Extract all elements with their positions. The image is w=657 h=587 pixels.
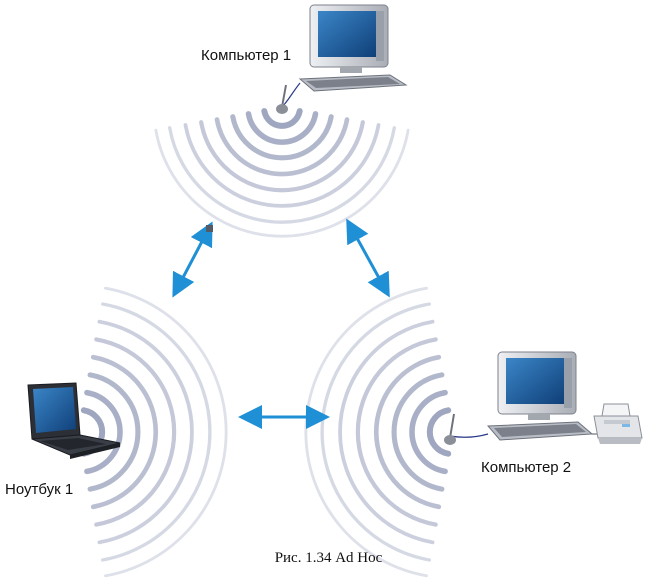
signal-wave-arc [94, 337, 177, 527]
desktop-computer-icon [276, 4, 408, 114]
signal-wave-arc [245, 111, 319, 145]
signal-wave-arc [100, 302, 212, 562]
signal-waves-laptop1 [80, 286, 228, 578]
signal-wave-arc [426, 407, 452, 457]
computer2-label: Компьютер 2 [481, 459, 572, 476]
signal-wave-arc [214, 117, 350, 177]
signal-waves-computer2 [304, 286, 452, 578]
signal-wave-arc [373, 354, 442, 510]
signal-wave-arc [304, 286, 429, 578]
signal-wave-arc [199, 120, 365, 193]
link-arrow-top-right [346, 218, 390, 298]
signal-wave-arc [154, 128, 410, 238]
figure-caption: Рис. 1.34 Ad Hoc [274, 550, 383, 566]
signal-wave-arc [230, 114, 334, 161]
printer-icon [593, 403, 643, 444]
signal-wave-arc [261, 108, 303, 129]
signal-wave-arc [84, 389, 123, 475]
signal-wave-arc [168, 126, 396, 224]
signal-wave-arc [391, 372, 445, 492]
signal-waves-computer1 [154, 108, 410, 238]
signal-wave-arc [409, 389, 448, 475]
laptop-icon [27, 382, 121, 459]
signal-wave-arc [87, 372, 141, 492]
signal-wave-arc [320, 302, 432, 562]
laptop1-label: Ноутбук 1 [5, 481, 74, 498]
link-arrow-top-left [172, 221, 213, 298]
link-anchor-square [206, 225, 213, 232]
signal-wave-arc [103, 286, 228, 578]
desktop-computer-icon [444, 351, 598, 445]
signal-wave-arc [90, 354, 159, 510]
computer1-label: Компьютер 1 [201, 47, 292, 64]
signal-wave-arc [97, 319, 194, 545]
signal-wave-arc [183, 123, 381, 208]
signal-wave-arc [338, 319, 435, 545]
signal-wave-arc [355, 337, 438, 527]
